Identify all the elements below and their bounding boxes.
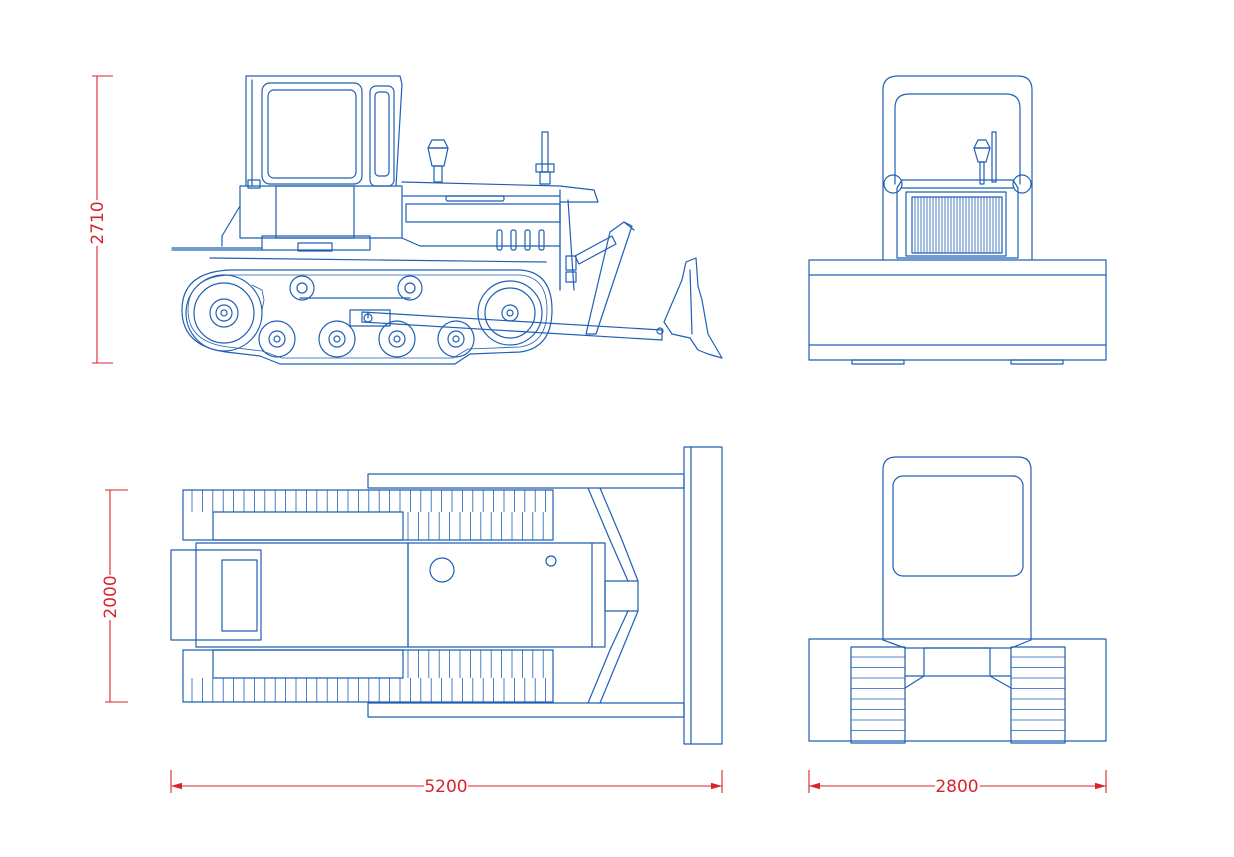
side-push-arm bbox=[349, 309, 663, 341]
side-front-idler bbox=[477, 280, 543, 346]
rear-view bbox=[808, 456, 1107, 744]
side-frame-line bbox=[209, 257, 547, 263]
side-exhaust-pipe bbox=[535, 131, 555, 185]
side-track-rollers bbox=[258, 320, 475, 358]
front-exhaust-pipe bbox=[991, 131, 997, 183]
dimension-length-label: 5200 bbox=[424, 777, 467, 797]
side-lift-cylinder bbox=[574, 221, 635, 335]
top-air-precleaner bbox=[429, 557, 455, 583]
dimension-height: 2710 bbox=[88, 75, 113, 364]
dimension-length: 5200 bbox=[170, 770, 723, 797]
side-cab-body bbox=[221, 179, 403, 252]
dimension-height-label: 2710 bbox=[88, 201, 108, 244]
dimension-width-top: 2000 bbox=[101, 489, 128, 703]
dimension-width-front-label: 2800 bbox=[935, 777, 978, 797]
side-rear-fender bbox=[171, 247, 263, 251]
side-drive-sprocket bbox=[185, 274, 265, 352]
top-seat bbox=[221, 559, 258, 632]
rear-drawbar bbox=[923, 647, 991, 677]
side-cab bbox=[245, 75, 403, 187]
side-air-precleaner bbox=[427, 139, 449, 183]
dimension-width-top-label: 2000 bbox=[101, 575, 121, 618]
front-grille bbox=[905, 191, 1007, 257]
side-view bbox=[171, 75, 723, 365]
top-view bbox=[170, 446, 723, 745]
front-air-precleaner bbox=[973, 139, 991, 185]
rear-body bbox=[808, 638, 1107, 742]
top-blade bbox=[683, 446, 723, 745]
side-blade bbox=[656, 257, 723, 359]
top-track-upper bbox=[182, 489, 554, 541]
front-right-track bbox=[1010, 359, 1064, 365]
front-blade bbox=[808, 259, 1107, 361]
top-push-arm-upper bbox=[367, 473, 685, 489]
top-rear-deck bbox=[170, 549, 262, 641]
top-radiator-guard bbox=[604, 580, 639, 612]
top-blade-braces bbox=[587, 487, 629, 704]
rear-window bbox=[892, 475, 1024, 577]
top-engine-hood bbox=[407, 542, 593, 648]
top-push-arm-lower bbox=[367, 702, 685, 718]
front-grille-slats bbox=[914, 197, 1000, 253]
top-track-shoes bbox=[191, 490, 546, 702]
rear-right-track bbox=[1010, 646, 1066, 744]
front-left-headlight bbox=[883, 174, 903, 194]
rear-left-track bbox=[850, 646, 906, 744]
front-right-headlight bbox=[1012, 174, 1032, 194]
top-track-lower bbox=[182, 649, 554, 703]
rear-track-shoes bbox=[851, 656, 1065, 742]
front-view bbox=[808, 75, 1107, 365]
dimension-width-front: 2800 bbox=[808, 770, 1107, 797]
front-left-track bbox=[851, 359, 905, 365]
top-exhaust-pipe bbox=[545, 555, 557, 567]
side-carrier-rollers bbox=[289, 275, 423, 301]
side-engine-hood bbox=[401, 181, 599, 291]
